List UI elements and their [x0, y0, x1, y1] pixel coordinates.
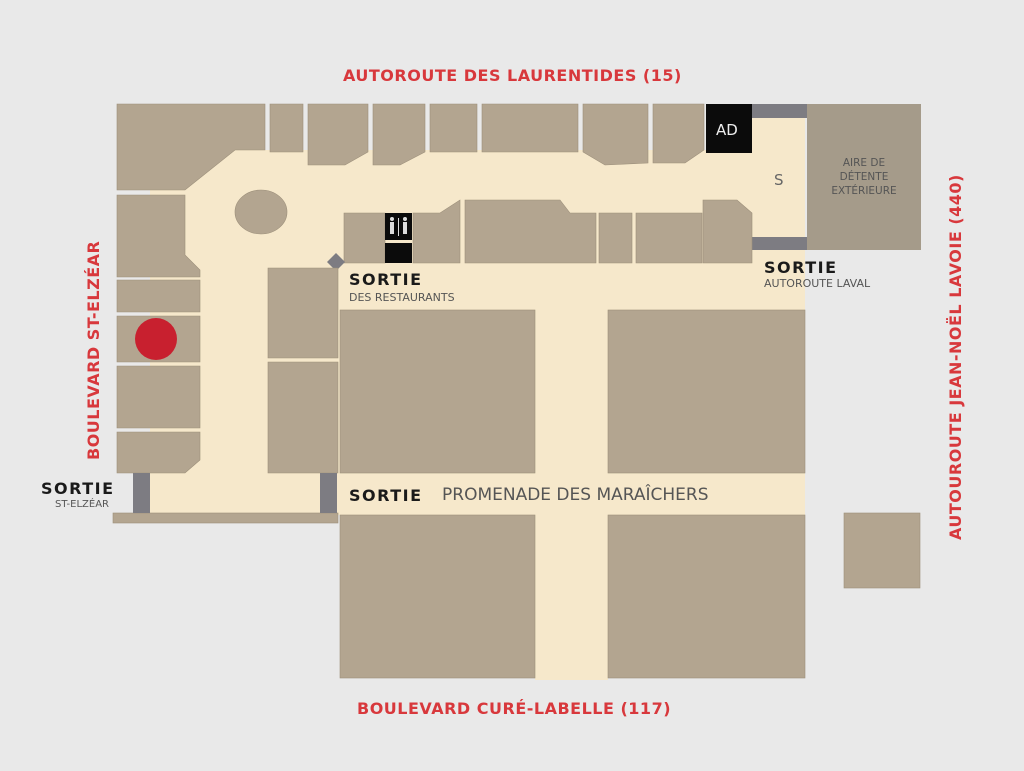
- restroom-icon: [390, 217, 407, 236]
- store: [652, 103, 705, 164]
- exit-marker: [327, 253, 345, 271]
- exit-laval-title: SORTIE: [764, 258, 838, 277]
- store: [116, 279, 201, 313]
- store: [372, 103, 426, 166]
- exit-promenade-title: SORTIE: [349, 486, 423, 505]
- store: [481, 103, 579, 153]
- store: [116, 431, 201, 474]
- store: [702, 199, 753, 264]
- store: [339, 514, 536, 679]
- store: [843, 512, 921, 589]
- store: [464, 199, 597, 264]
- store: [307, 103, 369, 166]
- exit-laval-sub: AUTOROUTE LAVAL: [764, 277, 871, 290]
- road-east: AUTOUROUTE JEAN-NOËL LAVOIE (440): [946, 174, 965, 540]
- aire-de-detente: [807, 104, 921, 250]
- ad-label: AD: [716, 121, 738, 139]
- stores[interactable]: [112, 103, 921, 679]
- exit-strip: [752, 104, 807, 118]
- exit-restaurants-title: SORTIE: [349, 270, 423, 289]
- store: [116, 194, 201, 278]
- wall-strip: [112, 512, 339, 524]
- store: [635, 212, 703, 264]
- exit-strip: [752, 237, 807, 250]
- store: [607, 309, 806, 474]
- road-south: BOULEVARD CURÉ-LABELLE (117): [357, 699, 672, 718]
- kiosk: [234, 189, 288, 235]
- ad-room: [706, 104, 752, 153]
- road-north: AUTOROUTE DES LAURENTIDES (15): [343, 66, 682, 85]
- service-room: [385, 243, 412, 263]
- store: [267, 361, 339, 474]
- exit-st-elzear-title: SORTIE: [41, 479, 115, 498]
- store: [598, 212, 633, 264]
- road-west: BOULEVARD ST-ELZÉAR: [84, 240, 103, 460]
- exit-restaurants-sub: DES RESTAURANTS: [349, 291, 455, 304]
- exit-promenade-sub: PROMENADE DES MARAÎCHERS: [442, 485, 709, 505]
- exit-st-elzear-sub: ST-ELZÉAR: [55, 499, 109, 510]
- store: [412, 199, 461, 264]
- store: [116, 365, 201, 429]
- exit-strip: [320, 473, 337, 513]
- store: [267, 267, 339, 359]
- store: [339, 309, 536, 474]
- store: [343, 212, 386, 264]
- store: [429, 103, 478, 153]
- you-are-here-marker: [135, 318, 177, 360]
- exit-strip: [133, 473, 150, 513]
- store: [269, 103, 304, 153]
- store: [607, 514, 806, 679]
- store: [582, 103, 649, 166]
- s-label: S: [774, 171, 784, 189]
- store: [116, 103, 266, 191]
